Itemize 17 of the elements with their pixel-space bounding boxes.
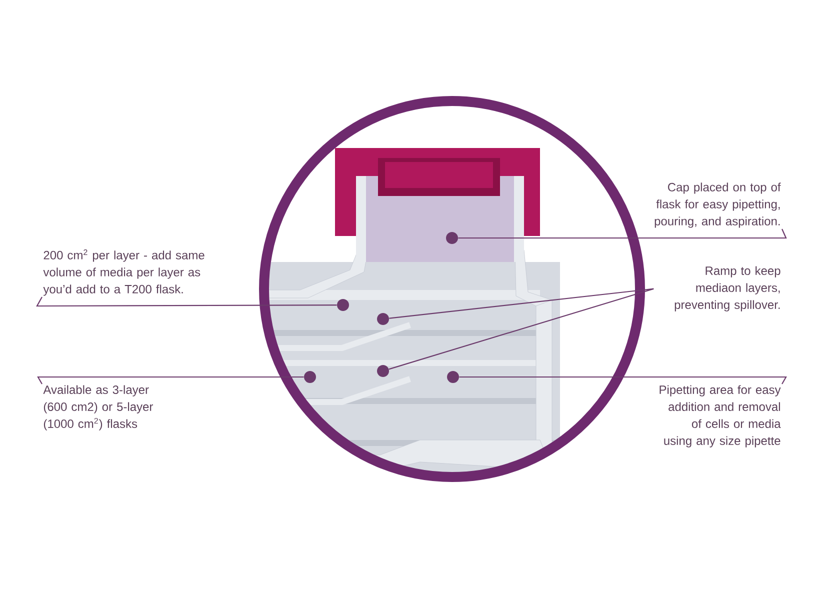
callout-text: Ramp to keep mediaon layers, preventing spillover.	[674, 266, 780, 312]
leader-line	[388, 288, 654, 370]
callout-text: Available as 3-layer (600 cm2) or 5-layer (1000 cm$^{2}$) flasks	[43, 385, 153, 430]
callout-dot	[447, 371, 459, 383]
callout-dot	[377, 365, 389, 377]
callout-dot	[337, 299, 349, 311]
leader-line	[389, 288, 654, 319]
callout-text: 200 cm$^{2}$ per layer - add same volume of media per layer as you’d add to a T200 flask.	[43, 249, 204, 296]
callout-text: Pipetting area for easy addition and removal of cells or media using any size pipette	[660, 385, 781, 448]
leader-line	[37, 376, 304, 384]
leader-line	[458, 228, 787, 239]
callout-dot	[446, 232, 458, 244]
callout-dot	[377, 313, 389, 325]
callout-dot	[304, 371, 316, 383]
leader-line	[459, 376, 787, 384]
leader-line	[36, 296, 337, 307]
callout-text: Cap placed on top of flask for easy pipetting, pouring, and aspiration.	[654, 182, 781, 228]
